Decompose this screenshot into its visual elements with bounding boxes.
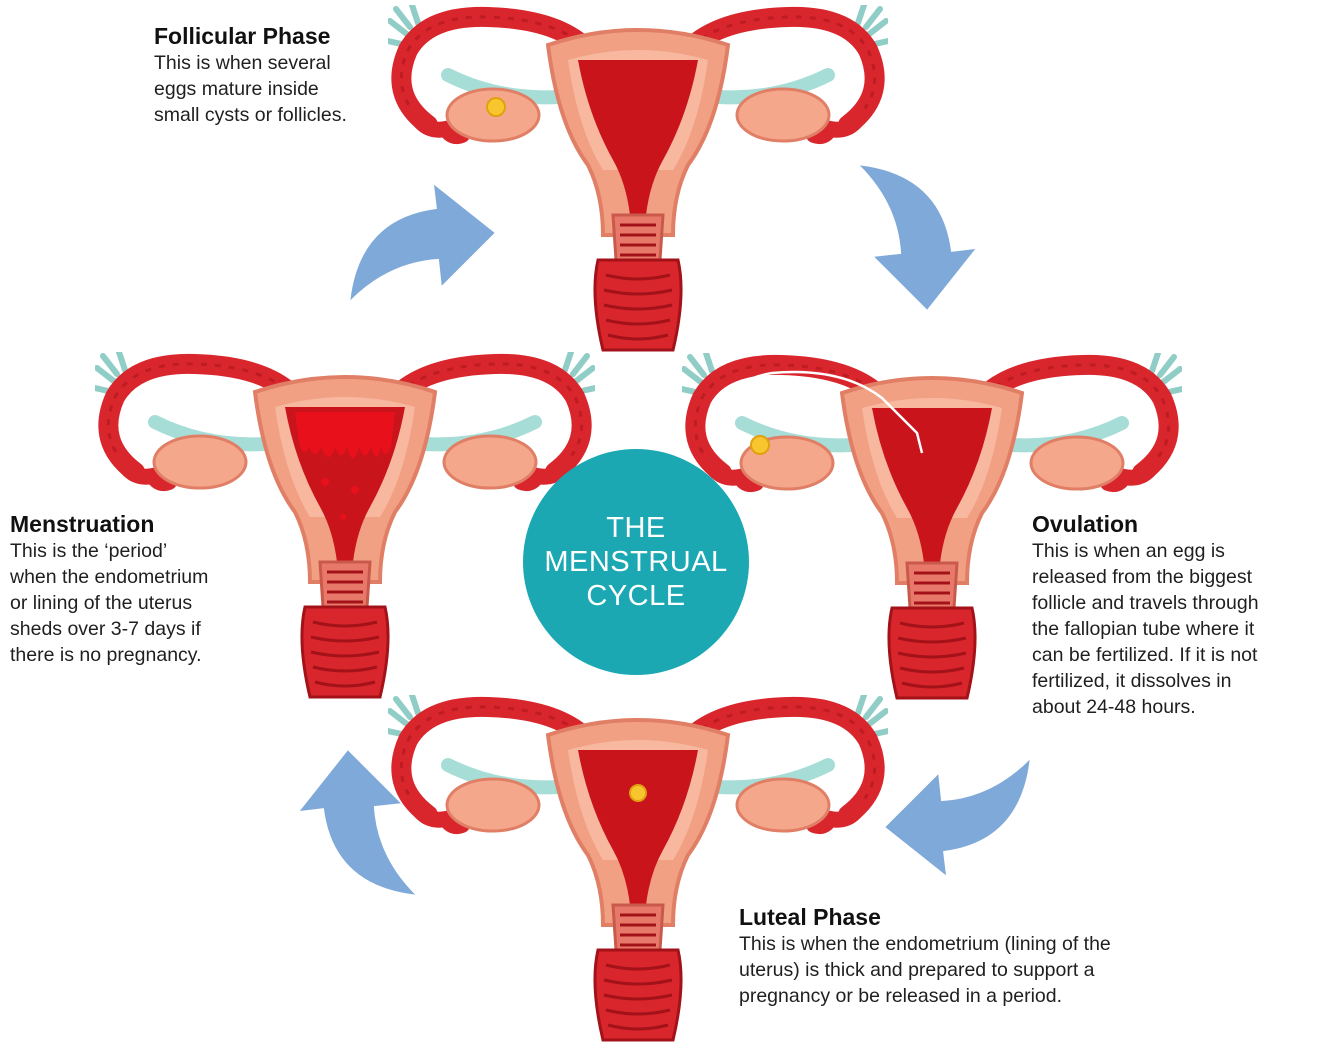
phase-luteal: Luteal Phase This is when the endometriu… xyxy=(739,903,1209,1009)
cycle-title: THE MENSTRUAL CYCLE xyxy=(544,511,727,613)
cycle-arrow-icon-top-left xyxy=(345,180,500,305)
phase-follicular-description: This is when several eggs mature inside … xyxy=(154,50,404,128)
phase-luteal-name: Luteal Phase xyxy=(739,903,1209,931)
phase-follicular-name: Follicular Phase xyxy=(154,22,404,50)
egg-icon xyxy=(630,785,646,801)
egg-icon xyxy=(487,98,505,116)
phase-menstruation-name: Menstruation xyxy=(10,510,280,538)
cycle-arrow-icon-bottom-right xyxy=(880,755,1035,880)
phase-follicular: Follicular Phase This is when several eg… xyxy=(154,22,404,128)
phase-menstruation-description: This is the ‘period’ when the endometriu… xyxy=(10,538,280,668)
phase-luteal-description: This is when the endometrium (lining of … xyxy=(739,931,1209,1009)
phase-ovulation-description: This is when an egg is released from the… xyxy=(1032,538,1322,720)
phase-menstruation: Menstruation This is the ‘period’ when t… xyxy=(10,510,280,668)
egg-icon xyxy=(751,436,769,454)
phase-ovulation-name: Ovulation xyxy=(1032,510,1322,538)
cycle-arrow-icon-bottom-left xyxy=(295,745,420,900)
cycle-arrow-icon-top-right xyxy=(855,160,980,315)
cycle-title-circle: THE MENSTRUAL CYCLE xyxy=(523,449,749,675)
phase-ovulation: Ovulation This is when an egg is release… xyxy=(1032,510,1322,720)
